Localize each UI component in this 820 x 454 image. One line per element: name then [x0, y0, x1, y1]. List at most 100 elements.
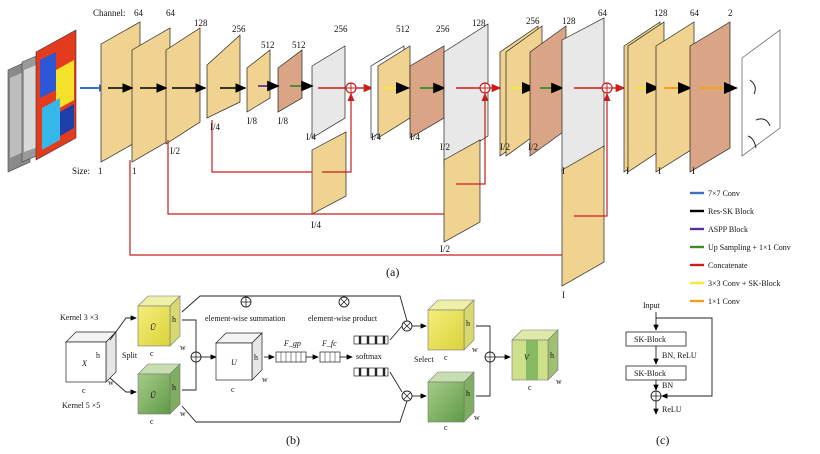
u-hat-h: h [172, 383, 176, 392]
size-8: I/4 [410, 132, 420, 142]
skip-size-1: I/4 [311, 220, 321, 230]
size-label: Size: [72, 166, 90, 176]
size-13: I [626, 166, 629, 176]
fc-vector [319, 351, 341, 363]
legend-label-4: Concatenate [708, 261, 748, 270]
x-w: w [108, 378, 114, 387]
channel-label: Channel: [93, 8, 126, 18]
channel-6: 256 [334, 24, 348, 34]
select-top-w: w [472, 345, 478, 354]
size-9: I/2 [440, 142, 450, 152]
legend-label-5: 3×3 Conv + SK-Block [708, 279, 780, 288]
panel-a-label: (a) [386, 265, 399, 279]
split-label: Split [122, 351, 138, 360]
channel-12: 64 [598, 8, 608, 18]
size-7: I/4 [371, 132, 381, 142]
res-bn-label: BN [662, 381, 673, 390]
u-h: h [254, 353, 258, 362]
channel-2: 128 [194, 18, 208, 28]
decoder-stage-3 [574, 21, 738, 173]
res-input-label: Input [643, 301, 661, 310]
encoder [100, 21, 346, 163]
decoder-stage-2 [456, 17, 605, 173]
legend-label-0: 7×7 Conv [708, 189, 740, 198]
encoder-arrows [108, 80, 314, 93]
skip-size-2: I/2 [440, 244, 450, 254]
channel-9: 128 [472, 18, 486, 28]
x-label: X [81, 359, 88, 368]
v-c: c [528, 383, 532, 392]
res-block2-label: SK-Block [634, 369, 666, 378]
u-cube [215, 342, 253, 381]
size-15: I [692, 166, 695, 176]
panel-b-label: (b) [286, 433, 300, 447]
u-tilde-c: c [150, 349, 154, 358]
kernel3-label: Kernel 3 ×3 [60, 313, 98, 322]
u-hat-w: w [180, 409, 186, 418]
size-6: I/4 [306, 132, 316, 142]
slab-7 [311, 45, 346, 139]
skip-slab-2 [443, 139, 481, 243]
input-images [7, 29, 77, 173]
select-cube-bottom [427, 381, 465, 423]
fgp-label: F_gp [283, 339, 301, 348]
select-bottom-w: w [474, 413, 480, 422]
legend: 7×7 Conv Res-SK Block ASPP Block Up Samp… [690, 189, 791, 306]
skip-slab-1 [311, 131, 347, 215]
channel-11: 128 [562, 16, 576, 26]
channel-4: 512 [261, 40, 275, 50]
u-c: c [231, 385, 235, 394]
channel-7: 512 [396, 24, 410, 34]
channel-0: 64 [134, 8, 144, 18]
channel-14: 64 [690, 8, 700, 18]
skip-connections [129, 92, 611, 287]
channel-5: 512 [292, 40, 306, 50]
u-w: w [262, 375, 268, 384]
size-2: I/2 [170, 146, 180, 156]
kernel5-label: Kernel 5 ×5 [62, 401, 100, 410]
v-w: w [556, 377, 562, 386]
size-5: I/8 [278, 116, 288, 126]
slab-2 [131, 27, 171, 163]
legend-label-1: Res-SK Block [708, 207, 754, 216]
size-4: I/8 [247, 116, 257, 126]
select-top-c: c [444, 353, 448, 362]
x-c: c [82, 386, 86, 395]
size-14: I [658, 166, 661, 176]
size-11: I/2 [528, 142, 538, 152]
x-h: h [96, 351, 100, 360]
prod-legend-label: element-wise product [308, 314, 378, 323]
u-hat-cube [137, 373, 171, 415]
res-relu-label: ReLU [662, 405, 682, 414]
channel-8: 256 [436, 24, 450, 34]
x-cube [65, 341, 107, 383]
size-0: 1 [98, 166, 103, 176]
res-sk-block: Input SK-Block BN, ReLU SK-Block BN ReLU [625, 301, 713, 415]
decoder-stage-1 [318, 23, 489, 165]
panel-c-label: (c) [656, 433, 669, 447]
channel-15: 2 [728, 8, 733, 18]
select-label: Select [414, 355, 434, 364]
u-hat-c: c [150, 417, 154, 426]
size-1: 1 [132, 166, 137, 176]
channel-13: 128 [654, 8, 668, 18]
output-image [741, 29, 781, 157]
u-tilde-cube [137, 305, 171, 347]
v-h: h [550, 351, 554, 360]
channel-3: 256 [232, 24, 246, 34]
size-3: I/4 [210, 122, 220, 132]
legend-label-3: Up Sampling + 1×1 Conv [708, 243, 791, 252]
v-label: V [524, 353, 530, 362]
legend-label-2: ASPP Block [708, 225, 748, 234]
select-bottom-h: h [466, 389, 470, 398]
legend-label-6: 1×1 Conv [708, 297, 740, 306]
size-10: I/2 [500, 142, 510, 152]
u-tilde-h: h [172, 315, 176, 324]
channel-labels: 64 64 128 256 512 512 256 512 256 128 25… [134, 8, 733, 50]
u-hat-label: Û [150, 390, 157, 400]
u-label: U [231, 358, 238, 367]
slab-5 [246, 49, 271, 113]
select-cube-top [427, 309, 465, 351]
res-bn-relu-label: BN, ReLU [662, 351, 697, 360]
sk-module: X h w c Kernel 3 ×3 Kernel 5 ×5 Split Ũ … [60, 295, 562, 432]
